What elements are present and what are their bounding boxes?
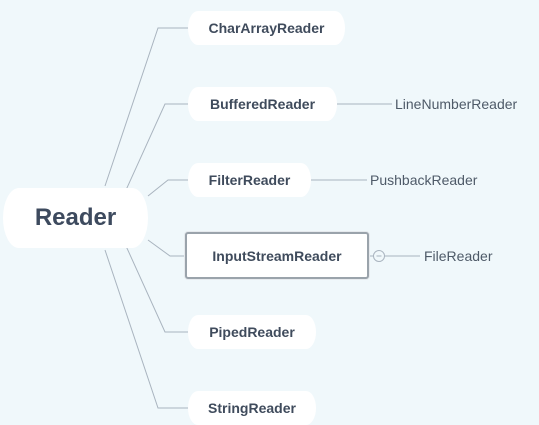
connector-filterReader [147, 179, 190, 197]
connector-bufferedReader [125, 103, 190, 191]
node-pushback-reader[interactable]: PushbackReader [370, 172, 478, 188]
connector-stringReader [104, 249, 190, 409]
node-buffered-reader[interactable]: BufferedReader [188, 87, 337, 121]
node-input-stream-reader[interactable]: InputStreamReader [185, 232, 369, 279]
connector-charArrayReader [104, 27, 190, 187]
node-label: PipedReader [209, 324, 295, 340]
node-file-reader[interactable]: FileReader [424, 248, 493, 264]
node-label: StringReader [208, 400, 296, 416]
node-piped-reader[interactable]: PipedReader [188, 315, 316, 349]
root-node-reader[interactable]: Reader [3, 188, 148, 248]
node-line-number-reader[interactable]: LineNumberReader [395, 96, 518, 112]
node-char-array-reader[interactable]: CharArrayReader [188, 11, 345, 45]
node-label: CharArrayReader [208, 20, 325, 36]
node-string-reader[interactable]: StringReader [188, 391, 316, 425]
node-filter-reader[interactable]: FilterReader [188, 163, 311, 197]
collapse-minus-icon[interactable] [373, 250, 385, 262]
node-label: InputStreamReader [212, 247, 342, 264]
node-label: FilterReader [208, 172, 291, 188]
root-node-label: Reader [34, 204, 117, 231]
node-label: BufferedReader [209, 96, 316, 112]
connector-pipedReader [125, 245, 190, 333]
connector-inputStreamReader [147, 239, 186, 257]
